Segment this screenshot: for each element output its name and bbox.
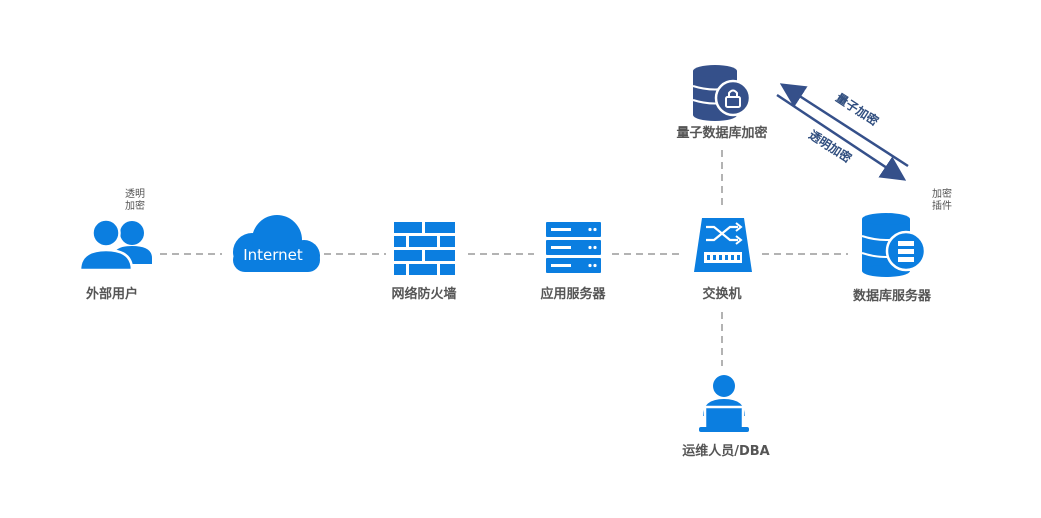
- firewall-label: 网络防火墙: [391, 286, 456, 302]
- encrypted-database-icon: [692, 65, 752, 121]
- switch-label: 交换机: [702, 286, 741, 302]
- quantum-db-label: 量子数据库加密: [676, 125, 767, 141]
- switch-icon: [694, 218, 752, 272]
- cloud-icon: [233, 215, 320, 272]
- db-server-label: 数据库服务器: [853, 288, 932, 304]
- upper-arrow: [779, 83, 909, 168]
- external-user-note-line2: 加密: [125, 199, 145, 212]
- admin-laptop-icon: [699, 375, 749, 432]
- db-server-note-line2: 插件: [932, 199, 952, 212]
- internet-label: Internet: [243, 246, 303, 264]
- database-icon: [861, 213, 927, 277]
- external-user-label: 外部用户: [85, 286, 138, 302]
- lower-arrow-label: 透明加密: [806, 127, 854, 166]
- app-server-label: 应用服务器: [540, 286, 606, 302]
- lower-arrow: [776, 93, 907, 181]
- firewall-icon: [394, 222, 455, 275]
- ops-label: 运维人员/DBA: [682, 443, 770, 459]
- server-icon: [546, 222, 601, 273]
- external-user-note-line1: 透明: [125, 188, 145, 200]
- db-server-note-line1: 加密: [932, 187, 952, 200]
- users-icon: [78, 218, 152, 272]
